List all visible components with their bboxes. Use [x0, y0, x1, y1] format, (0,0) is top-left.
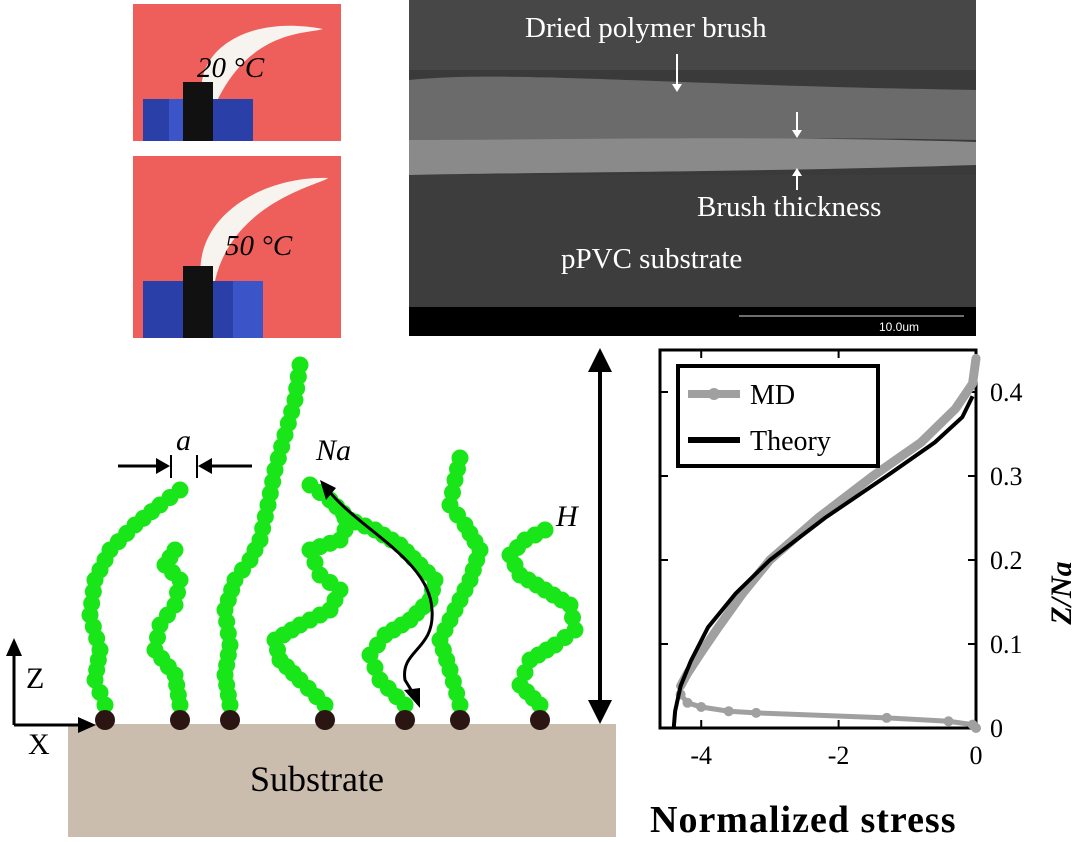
- axis-x-label: X: [28, 728, 50, 761]
- y-tick-label: 0: [990, 714, 1003, 743]
- legend-md-marker: [708, 388, 720, 400]
- y-tick-label: 0.1: [990, 630, 1023, 659]
- plot-frame: [658, 348, 978, 730]
- polymer-chain: [431, 449, 489, 714]
- sem-scale-bar-label: 10.0um: [879, 320, 920, 334]
- label-Na: Na: [316, 434, 352, 467]
- monomer-bead: [451, 449, 469, 467]
- anchor-bead: [220, 710, 240, 730]
- y-tick-label: 0.2: [990, 546, 1023, 575]
- y-tick-label: 0.3: [990, 462, 1023, 491]
- sem-label-thickness: Brush thickness: [697, 191, 882, 223]
- series-md-marker: [723, 706, 734, 717]
- substrate-label: Substrate: [250, 759, 384, 799]
- anchor-beads: [95, 710, 550, 730]
- monomer-bead: [301, 476, 319, 494]
- photo-50c: 50 °C: [133, 156, 341, 338]
- schematic-drawing: [6, 348, 616, 837]
- chart-xlabel: Normalized stress: [650, 799, 957, 841]
- axis-z-label: Z: [26, 662, 45, 695]
- polymer-chain: [216, 356, 309, 714]
- temp-label-50: 50 °C: [225, 230, 293, 262]
- x-tick-label: -2: [828, 741, 850, 770]
- anchor-bead: [170, 710, 190, 730]
- series-md-marker: [881, 712, 892, 723]
- sem-image: Dried polymer brush Brush thickness pPVC…: [409, 0, 976, 336]
- y-tick-label: 0.4: [990, 378, 1023, 407]
- x-tick-label: 0: [970, 741, 983, 770]
- chart-ylabel: Z/Na: [1045, 561, 1078, 625]
- monomer-bead: [336, 509, 354, 527]
- monomer-bead: [166, 541, 184, 559]
- monomer-bead: [171, 481, 189, 499]
- temp-label-20: 20 °C: [197, 52, 265, 84]
- anchor-bead: [530, 710, 550, 730]
- photo-20c-drawing: [143, 25, 323, 141]
- series-md-marker: [751, 707, 762, 718]
- x-tick-label: -4: [690, 741, 712, 770]
- label-H: H: [556, 500, 578, 533]
- series-md-marker: [682, 697, 693, 708]
- polymer-chain: [336, 509, 444, 714]
- substrate-block: [68, 724, 616, 837]
- anchor-bead: [395, 710, 415, 730]
- anchor-bead: [95, 710, 115, 730]
- legend-theory-label: Theory: [750, 426, 831, 457]
- series-md-line: [676, 353, 981, 691]
- polymer-chain: [501, 521, 584, 714]
- polymer-chains: [81, 356, 584, 714]
- series-md-marker: [696, 702, 707, 712]
- stress-chart-svg: -4 -2 00 0.1 0.2 0.3 0.4 MD Theory: [658, 348, 1023, 770]
- sem-label-brush: Dried polymer brush: [525, 12, 767, 44]
- monomer-bead: [536, 521, 554, 539]
- brush-schematic: a Na H Z X Substrate: [0, 340, 640, 837]
- anchor-bead: [450, 710, 470, 730]
- anchor-bead: [315, 710, 335, 730]
- series-md-marker: [943, 716, 954, 727]
- polymer-chain: [81, 481, 189, 714]
- sem-drawing: [409, 0, 976, 336]
- series-md-marker: [971, 723, 981, 733]
- legend-md-label: MD: [750, 380, 795, 411]
- photo-20c: 20 °C: [133, 4, 341, 141]
- photo-50c-drawing: [143, 177, 328, 338]
- sem-label-substrate: pPVC substrate: [561, 243, 743, 275]
- label-a: a: [176, 424, 191, 457]
- series-theory-line: [671, 395, 975, 729]
- monomer-bead: [291, 356, 309, 374]
- polymer-chain: [146, 541, 189, 714]
- legend-box: [676, 364, 880, 468]
